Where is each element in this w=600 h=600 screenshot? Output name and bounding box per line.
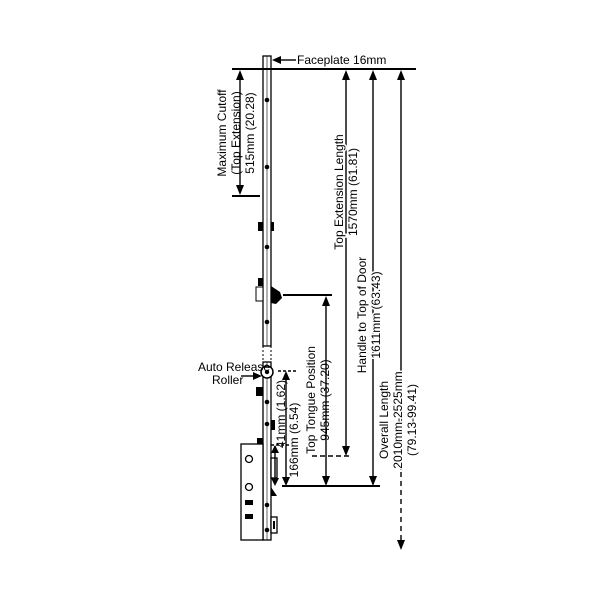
lock-faceplate <box>240 55 282 541</box>
dim-166-label: 166mm (6.54) <box>287 403 301 478</box>
max-cutoff-label-1: Maximum Cutoff <box>215 89 229 177</box>
max-cutoff-label-2: (Top Extension) <box>229 91 243 174</box>
top-tongue-label-1: Top Tongue Position <box>304 346 318 454</box>
handle-to-top-dimension: Handle to Top of Door 1611mm (63.43) <box>354 70 385 486</box>
roller-label-1: Auto Release <box>198 360 270 374</box>
dim-41-label: 41mm (1.62) <box>274 380 288 448</box>
max-cutoff-label-3: 515mm (20.28) <box>243 92 257 173</box>
roller-label-2: Roller <box>212 373 243 387</box>
handle-label-1: Handle to Top of Door <box>355 257 369 374</box>
max-cutoff-dimension: Maximum Cutoff (Top Extension) 515mm (20… <box>215 70 260 197</box>
overall-label-1: Overall Length <box>377 381 391 459</box>
faceplate-width-marker: Faceplate 16mm <box>272 53 386 67</box>
overall-label-2: 2010mm-2525mm <box>391 371 405 468</box>
overall-label-3: (79.13-99.41) <box>405 384 419 456</box>
top-tongue-label-2: 945mm (37.20) <box>318 359 332 440</box>
top-extension-length-dimension: Top Extension Length 1570mm (61.81) <box>312 70 360 457</box>
top-tongue-position-dimension: Top Tongue Position 945mm (37.20) <box>304 296 332 486</box>
overall-length-dimension: Overall Length 2010mm-2525mm (79.13-99.4… <box>376 70 419 550</box>
dim-166-dimension: 166mm (6.54) <box>278 370 301 486</box>
dim-41-dimension: 41mm (1.62) <box>271 380 290 486</box>
handle-label-2: 1611mm (63.43) <box>369 271 383 358</box>
top-extension-label-1: Top Extension Length <box>332 134 346 249</box>
top-extension-label-2: 1570mm (61.81) <box>346 148 360 236</box>
faceplate-label: Faceplate 16mm <box>297 53 386 67</box>
auto-release-roller-callout: Auto Release Roller <box>198 360 270 387</box>
